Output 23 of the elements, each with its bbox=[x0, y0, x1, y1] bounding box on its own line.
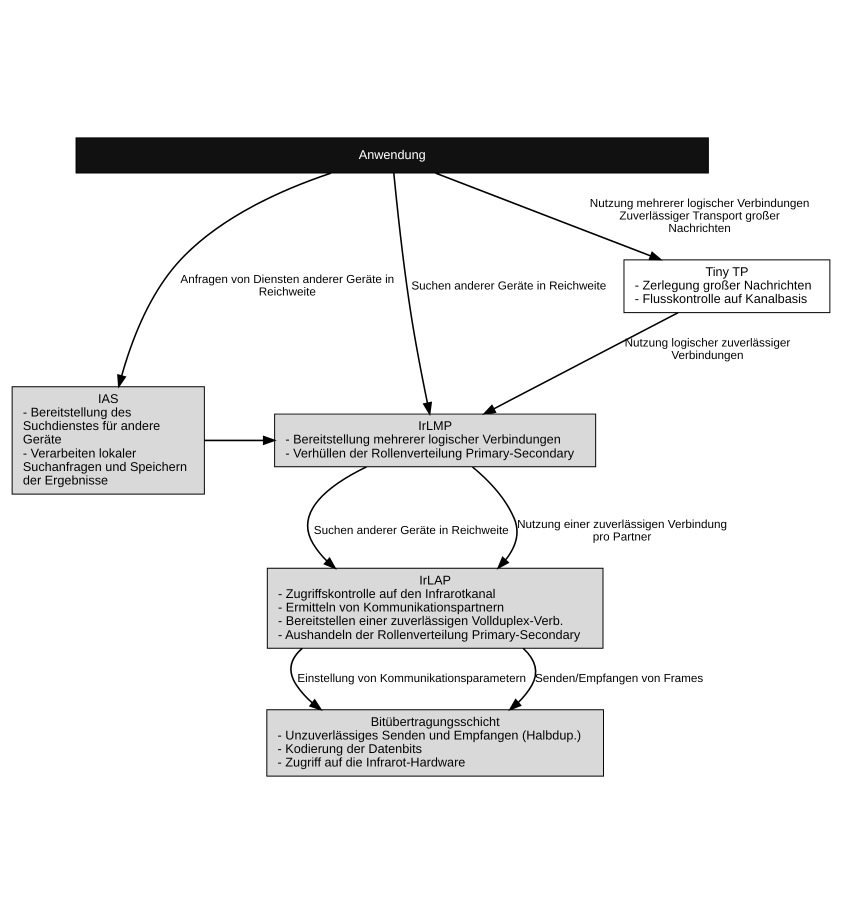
arrow bbox=[307, 466, 367, 570]
edge-label: Nutzung einer zuverlässigen Verbindung pro Partner bbox=[517, 517, 727, 544]
edge-label: Senden/Empfangen von Frames bbox=[534, 672, 704, 685]
node-box: Bitübertragungsschicht - Unzuverlässiges Senden und Empfangen (Halbdup.) - Kodierung der Datenbits - Zugriff auf die Infrarot-Hardware bbox=[266, 708, 604, 776]
edge-label: Suchen anderer Geräte in Reichweite bbox=[314, 524, 509, 537]
node-box: Tiny TP - Zerlegung großer Nachrichten - Flusskontrolle auf Kanalbasis bbox=[623, 258, 830, 313]
arrow bbox=[290, 647, 323, 710]
arrow bbox=[508, 647, 536, 711]
edge-label: Anfragen von Diensten anderer Geräte in Reichweite bbox=[180, 272, 394, 298]
arrow bbox=[393, 172, 432, 416]
arrow bbox=[435, 172, 664, 260]
node-box: Anwendung bbox=[76, 136, 709, 174]
node-box: IrLMP - Bereitstellung mehrerer logischer Verbindungen - Verhüllen der Rollenverteilung Primary-Secondary bbox=[274, 413, 596, 467]
edge-label: Nutzung logischer zuverlässiger Verbindungen bbox=[624, 336, 790, 362]
arrow bbox=[204, 435, 277, 445]
arrow bbox=[117, 172, 332, 388]
arrow bbox=[472, 466, 518, 570]
edge-label: Suchen anderer Geräte in Reichweite bbox=[411, 278, 606, 292]
edge-label: Nutzung mehrerer logischer Verbindungen Zuverlässiger Transport großer Nachrichten bbox=[590, 196, 810, 235]
node-box: IAS - Bereitstellung des Suchdienstes für andere Geräte - Verarbeiten lokaler Suchanfragen und Speichern der Ergebnisse bbox=[12, 386, 205, 494]
edge-label: Einstellung von Kommunikationsparametern bbox=[297, 672, 526, 685]
arrow bbox=[482, 312, 678, 414]
node-box: IrLAP - Zugriffskontrolle auf den Infrarotkanal - Ermitteln von Kommunikationspartnern - Bereitstellen einer zuverlässigen Vollduplex-Verb. - Aushandeln der Rollenverteilung Primary-Secondary bbox=[266, 567, 604, 648]
